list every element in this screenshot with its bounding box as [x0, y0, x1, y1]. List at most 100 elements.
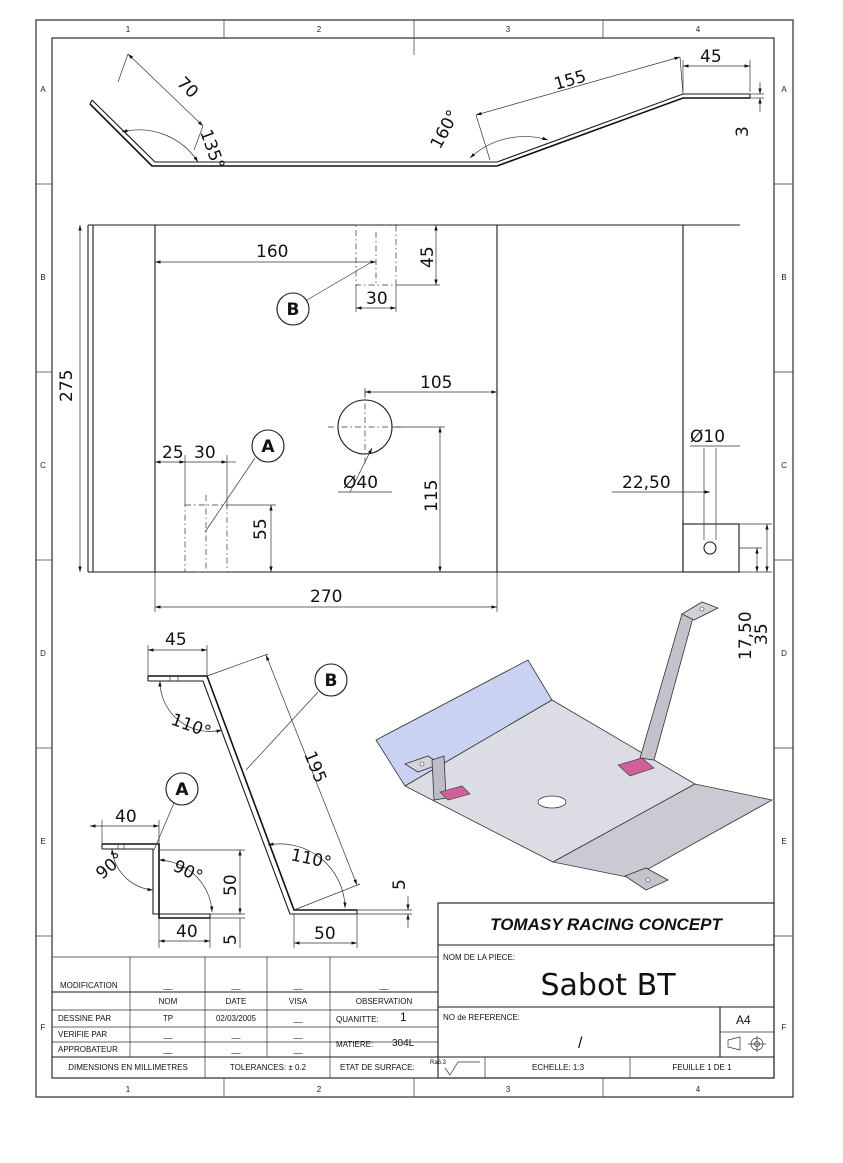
- dim-25: 25: [162, 443, 184, 463]
- dim-45-plan: 45: [418, 246, 438, 268]
- grid-row-b: B: [40, 273, 45, 282]
- title-block: TOMASY RACING CONCEPT NOM DE LA PIECE: S…: [52, 902, 775, 1079]
- projection-symbol-icon: [727, 1036, 766, 1052]
- reference-value: /: [578, 1035, 583, 1052]
- col-nom: NOM: [159, 997, 178, 1006]
- grid-col-2-bottom: 2: [317, 1085, 322, 1094]
- approbateur-nom: __: [163, 1045, 173, 1054]
- callout-b-plan: B: [287, 300, 300, 320]
- isometric-view: [375, 601, 774, 891]
- dim-30-a: 30: [194, 443, 216, 463]
- dim-90deg-a: 90°: [92, 849, 128, 884]
- matiere-value: 304L: [392, 1038, 415, 1049]
- approbateur-visa: __: [293, 1045, 303, 1054]
- dim-90deg-b: 90°: [170, 856, 206, 887]
- dim-50-detail-b: 50: [314, 924, 336, 944]
- verifie-nom: __: [163, 1030, 173, 1039]
- surface-finish-icon: Ra6.3: [430, 1060, 480, 1076]
- detail-a-view: 40 A 90° 90° 50 5 40: [90, 772, 245, 948]
- dim-5-detail-a: 5: [221, 934, 241, 945]
- nom-piece-label: NOM DE LA PIECE:: [443, 953, 515, 962]
- dim-2250: 22,50: [622, 473, 671, 493]
- grid-col-1-bottom: 1: [126, 1085, 131, 1094]
- dim-5-detail-b: 5: [390, 879, 410, 890]
- tolerances: TOLERANCES: ± 0.2: [230, 1063, 307, 1072]
- grid-row-d: D: [40, 649, 46, 658]
- grid-row-c-right: C: [781, 461, 787, 470]
- grid-col-3-bottom: 3: [506, 1085, 511, 1094]
- col-visa: VISA: [289, 997, 308, 1006]
- callout-b-detail: B: [325, 671, 338, 691]
- plan-view: 160 45 30 B 275 105 Ø40 115: [57, 224, 772, 660]
- grid-col-1: 1: [126, 25, 131, 34]
- feuille: FEUILLE 1 DE 1: [672, 1063, 732, 1072]
- drawing-frame: [35, 19, 794, 1098]
- dessine-date: 02/03/2005: [216, 1014, 257, 1023]
- dim-155: 155: [552, 67, 589, 95]
- grid-row-e: E: [40, 837, 45, 846]
- dim-160: 160: [256, 242, 288, 262]
- dim-55: 55: [251, 518, 271, 540]
- mod-nom: __: [163, 981, 173, 990]
- grid-col-4-bottom: 4: [696, 1085, 701, 1094]
- dim-275: 275: [57, 370, 77, 402]
- dim-195: 195: [299, 748, 330, 786]
- mod-visa: __: [293, 981, 303, 990]
- dim-50-detail-a: 50: [221, 874, 241, 896]
- verifie-visa: __: [293, 1030, 303, 1039]
- grid-row-f: F: [41, 1023, 46, 1032]
- dim-d40: Ø40: [343, 473, 378, 493]
- echelle: ECHELLE: 1:3: [532, 1063, 585, 1072]
- dim-35: 35: [752, 623, 772, 645]
- dessine-visa: __: [293, 1014, 303, 1023]
- dim-70: 70: [173, 73, 202, 102]
- grid-row-a: A: [40, 85, 46, 94]
- mod-date: __: [231, 981, 241, 990]
- mod-observation: __: [379, 981, 389, 990]
- matiere-label: MATIERE:: [336, 1040, 373, 1049]
- dim-160deg: 160°: [427, 107, 464, 153]
- company-name: TOMASY RACING CONCEPT: [490, 915, 723, 934]
- dim-30-plan: 30: [366, 289, 388, 309]
- grid-col-2: 2: [317, 25, 322, 34]
- format-a4: A4: [736, 1013, 751, 1027]
- grid-row-a-right: A: [781, 85, 787, 94]
- callout-a-detail: A: [175, 780, 189, 800]
- grid-labels: 1 2 3 4 1 2 3 4 A B C D E F A B C D E F: [40, 25, 787, 1094]
- col-date: DATE: [226, 997, 247, 1006]
- profile-view: 70 135° 160° 155 45 3: [89, 47, 764, 172]
- dessine-nom: TP: [163, 1014, 173, 1023]
- dim-115: 115: [422, 480, 442, 512]
- quantite-label: QUANITTE:: [336, 1015, 379, 1024]
- col-observation: OBSERVATION: [356, 997, 413, 1006]
- grid-row-f-right: F: [782, 1023, 787, 1032]
- dim-d10: Ø10: [690, 427, 725, 447]
- modification-label: MODIFICATION: [60, 981, 118, 990]
- dimensions-note: DIMENSIONS EN MILLIMETRES: [68, 1063, 188, 1072]
- grid-col-3: 3: [506, 25, 511, 34]
- grid-row-e-right: E: [781, 837, 786, 846]
- quantite-value: 1: [400, 1010, 407, 1024]
- callout-a-plan: A: [261, 437, 275, 457]
- approbateur-date: __: [231, 1045, 241, 1054]
- grid-row-d-right: D: [781, 649, 787, 658]
- grid-col-4: 4: [696, 25, 701, 34]
- dim-105: 105: [420, 373, 452, 393]
- verifie-label: VERIFIE PAR: [58, 1030, 107, 1039]
- etat-surface-label: ETAT DE SURFACE:: [340, 1063, 415, 1072]
- dim-45-detail-b: 45: [165, 630, 187, 650]
- grid-row-b-right: B: [781, 273, 786, 282]
- approbateur-label: APPROBATEUR: [58, 1045, 118, 1054]
- dim-110deg-a: 110°: [168, 710, 213, 743]
- dim-40-detail-a: 40: [115, 807, 137, 827]
- grid-row-c: C: [40, 461, 46, 470]
- dim-45-top: 45: [700, 47, 722, 67]
- dim-40b-detail-a: 40: [176, 922, 198, 942]
- part-name: Sabot BT: [540, 968, 676, 1003]
- dim-110deg-b: 110°: [289, 845, 333, 873]
- dim-3: 3: [733, 126, 753, 137]
- dessine-label: DESSINE PAR: [58, 1014, 111, 1023]
- reference-label: NO de REFERENCE:: [443, 1013, 520, 1022]
- roughness-value: Ra6.3: [430, 1060, 447, 1066]
